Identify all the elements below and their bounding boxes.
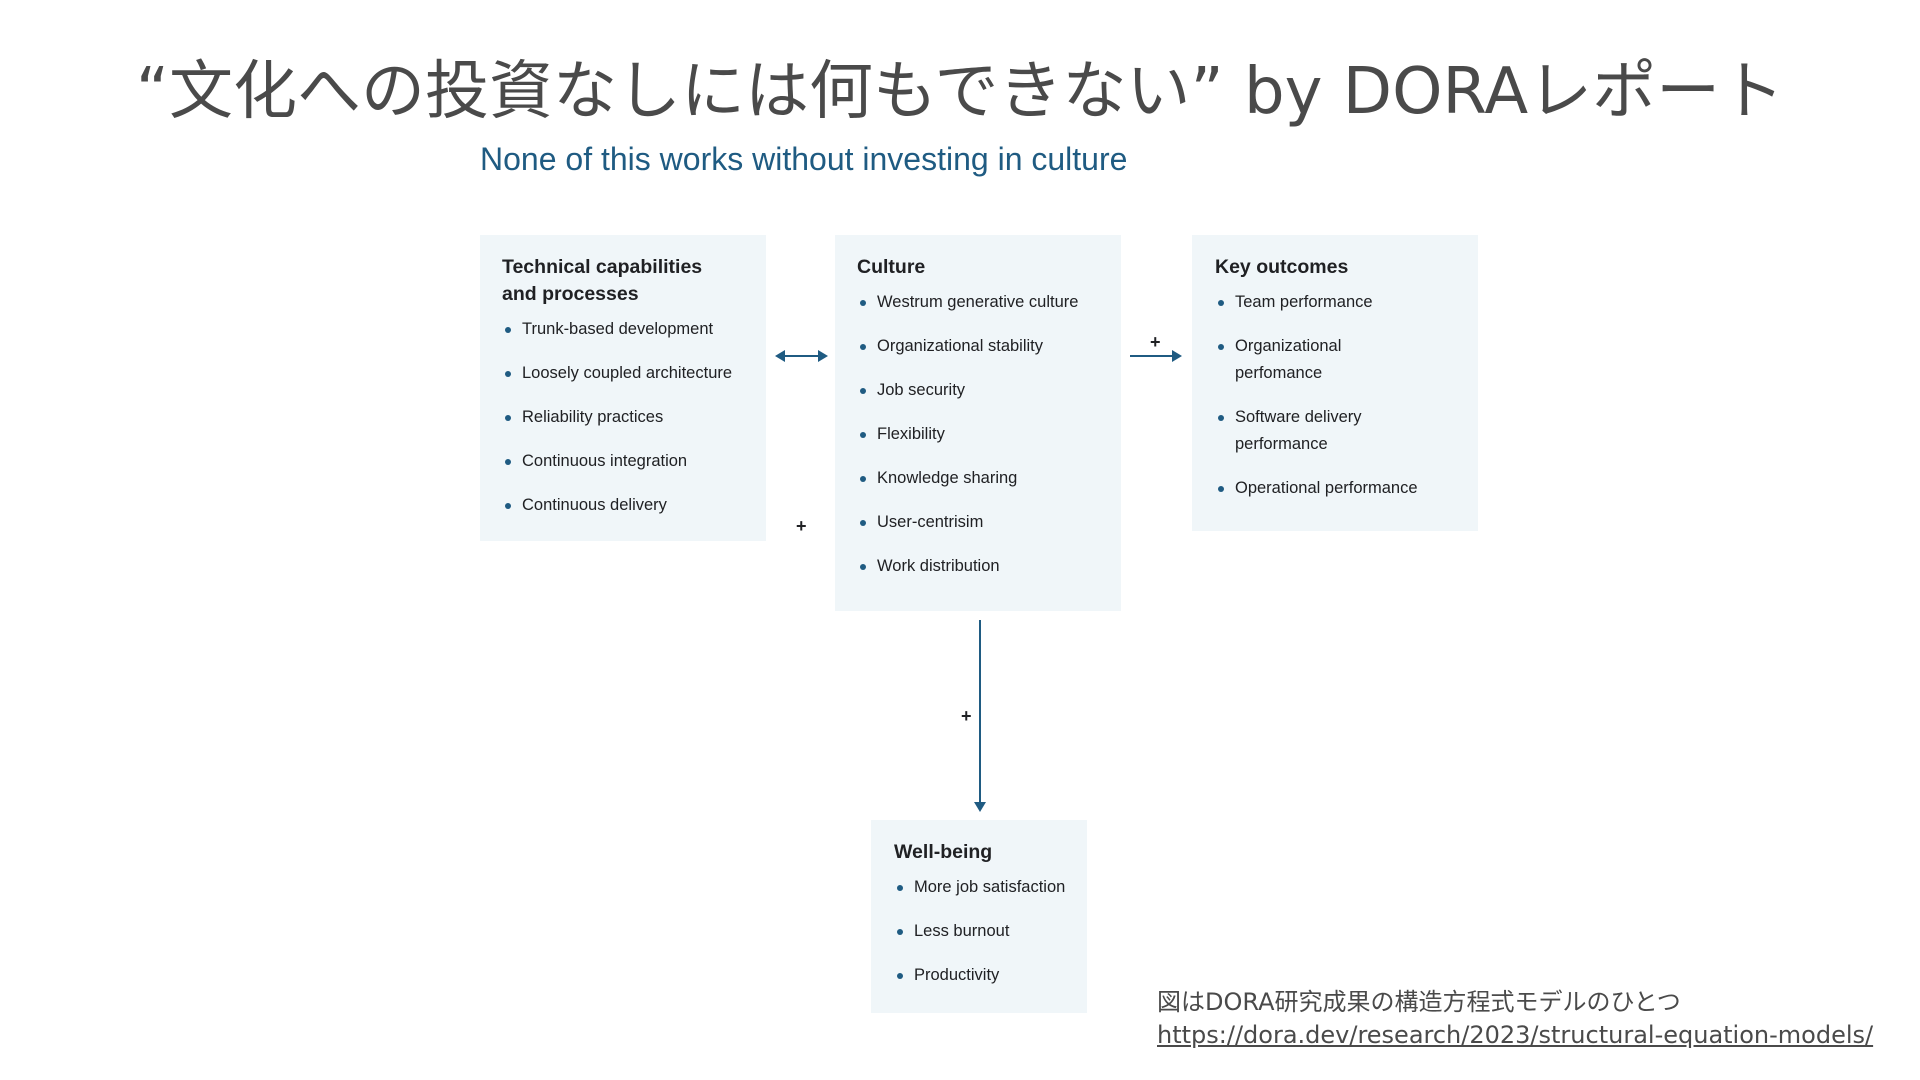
bullet-icon: [505, 371, 511, 377]
arrow-head-down-icon: [974, 802, 986, 812]
well-being-heading: Well-being: [894, 841, 993, 863]
key-outcomes-heading: Key outcomes: [1215, 256, 1349, 278]
technical-capabilities-box: Technical capabilities and processes Tru…: [480, 235, 766, 541]
list-item: Reliability practices: [502, 404, 746, 431]
culture-box: Culture Westrum generative culture Organ…: [835, 235, 1121, 611]
bullet-icon: [897, 973, 903, 979]
list-item: Less burnout: [894, 918, 1073, 945]
bullet-icon: [860, 344, 866, 350]
bullet-icon: [897, 929, 903, 935]
bullet-icon: [1218, 486, 1224, 492]
list-item: Work distribution: [857, 553, 1101, 580]
list-item: Trunk-based development: [502, 316, 746, 343]
diagram-title: None of this works without investing in …: [480, 141, 1128, 177]
well-being-box: Well-being More job satisfaction Less bu…: [871, 820, 1087, 1013]
source-link[interactable]: https://dora.dev/research/2023/structura…: [1157, 1021, 1874, 1049]
figure-caption: 図はDORA研究成果の構造方程式モデルのひとつ: [1157, 988, 1681, 1016]
list-item: Team performance: [1215, 289, 1395, 316]
bullet-icon: [505, 459, 511, 465]
bullet-icon: [505, 327, 511, 333]
list-item: Knowledge sharing: [857, 465, 1101, 492]
arrow-head-left-icon: [775, 350, 785, 362]
list-item: Continuous integration: [502, 448, 746, 475]
list-item: Flexibility: [857, 421, 1101, 448]
list-item: Westrum generative culture: [857, 289, 1101, 316]
list-item: Loosely coupled architecture: [502, 360, 746, 387]
culture-heading: Culture: [857, 256, 926, 278]
bullet-icon: [1218, 415, 1224, 421]
arrow-head-right-icon: [1172, 350, 1182, 362]
list-item: Software delivery performance: [1215, 404, 1385, 458]
bullet-icon: [860, 520, 866, 526]
list-item: Productivity: [894, 962, 1073, 989]
list-item: Continuous delivery: [502, 492, 746, 519]
slide-title: “文化への投資なしには何もできない” by DORAレポート: [135, 55, 1785, 129]
list-item: More job satisfaction: [894, 874, 1073, 901]
list-item: Organizational perfomance: [1215, 333, 1355, 387]
key-outcomes-box: Key outcomes Team performance Organizati…: [1192, 235, 1478, 531]
technical-capabilities-heading: Technical capabilities and processes: [502, 256, 703, 305]
bullet-icon: [860, 564, 866, 570]
edge-label-culture-wellbeing: +: [961, 706, 972, 726]
edge-label-technical-culture: +: [796, 516, 807, 536]
technical-capabilities-list: Trunk-based development Loosely coupled …: [502, 316, 746, 519]
bullet-icon: [860, 300, 866, 306]
bullet-icon: [860, 432, 866, 438]
list-item: Operational performance: [1215, 475, 1455, 502]
bullet-icon: [1218, 344, 1224, 350]
culture-list: Westrum generative culture Organizationa…: [857, 289, 1101, 580]
bullet-icon: [897, 885, 903, 891]
bullet-icon: [505, 415, 511, 421]
edge-label-culture-outcomes: +: [1150, 332, 1161, 352]
arrow-head-right-icon: [818, 350, 828, 362]
bullet-icon: [860, 388, 866, 394]
bullet-icon: [505, 503, 511, 509]
list-item: User-centrisim: [857, 509, 1101, 536]
key-outcomes-list: Team performance Organizational perfoman…: [1215, 289, 1418, 502]
bullet-icon: [860, 476, 866, 482]
bullet-icon: [1218, 300, 1224, 306]
well-being-list: More job satisfaction Less burnout Produ…: [894, 874, 1073, 989]
list-item: Job security: [857, 377, 1101, 404]
list-item: Organizational stability: [857, 333, 1101, 360]
